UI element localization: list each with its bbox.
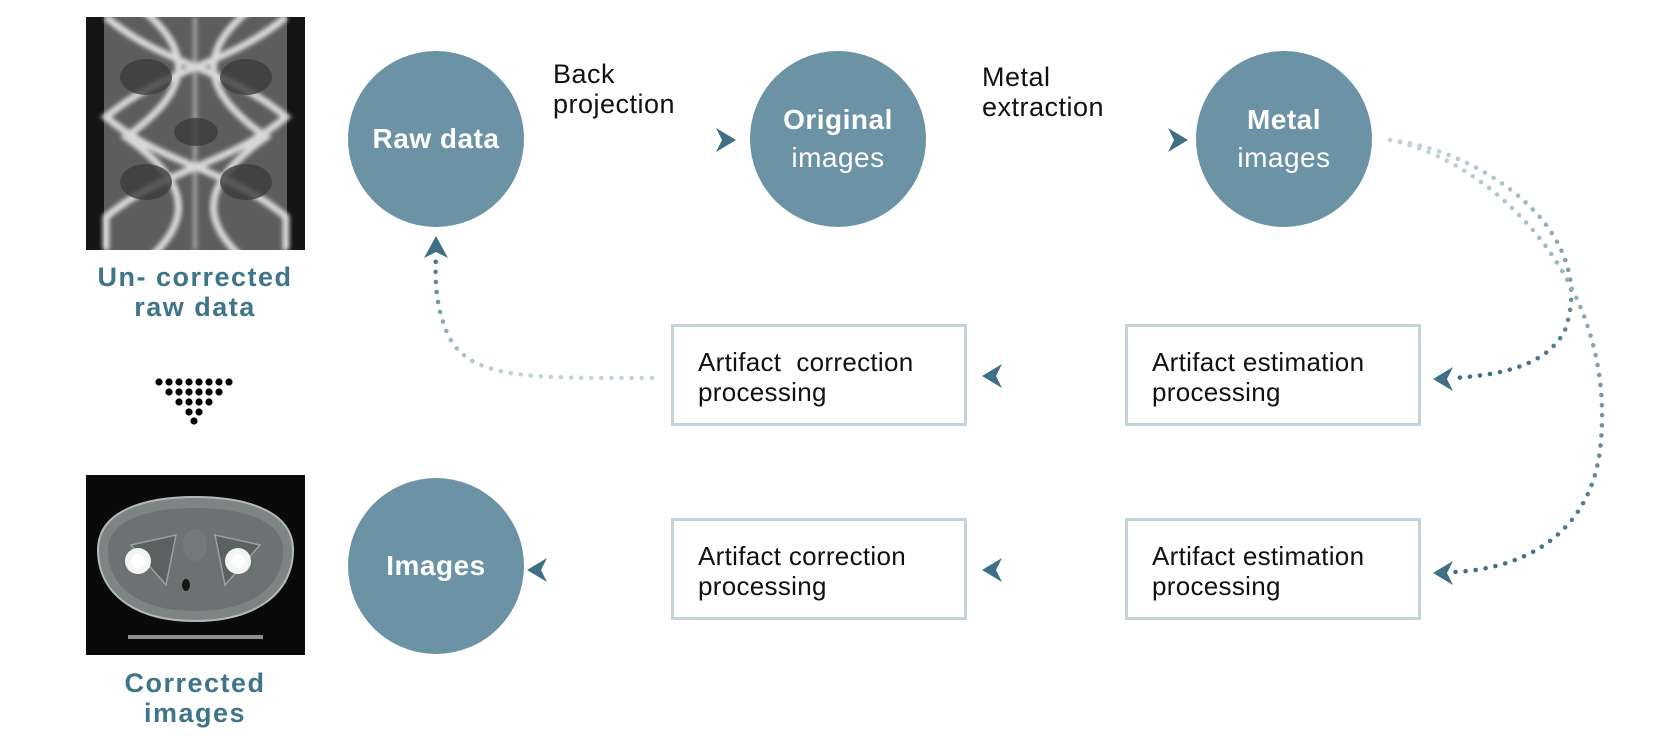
box-artifact-estimation-top: Artifact estimation processing — [1125, 324, 1421, 426]
node-raw-data-label: Raw data — [372, 123, 500, 154]
node-images-label: Images — [386, 550, 486, 581]
box-artifact-correction-bottom: Artifact correction processing — [671, 518, 967, 620]
box-artifact-correction-top: Artifact correction processing — [671, 324, 967, 426]
ct-image — [86, 475, 305, 655]
arrowhead-back-projection — [716, 128, 736, 152]
sinogram-image — [86, 17, 305, 250]
arrowhead-correction-bottom — [982, 558, 1002, 582]
box-artifact-estimation-bottom: Artifact estimation processing — [1125, 518, 1421, 620]
arrowhead-metal-extraction — [1168, 128, 1188, 152]
node-original-images-label-2: images — [791, 142, 885, 173]
node-images: Images — [348, 478, 524, 654]
arrowhead-raw-data — [424, 236, 448, 258]
label-back-projection: Back projection — [553, 59, 676, 119]
node-original-images-label-1: Original — [783, 104, 893, 135]
label-metal-extraction: Metal extraction — [982, 62, 1105, 122]
arrowhead-images — [527, 558, 547, 582]
sinogram-caption: Un- corrected raw data — [97, 262, 293, 322]
ct-caption: Corrected images — [124, 668, 266, 728]
node-original-images: Original images — [750, 51, 926, 227]
node-metal-images-label-2: images — [1237, 142, 1331, 173]
node-metal-images-label-1: Metal — [1246, 104, 1322, 135]
dot-triangle-arrow — [155, 378, 239, 426]
arrowhead-estimation-top — [1433, 367, 1453, 391]
arrow-metal-to-estimation-bottom — [1387, 137, 1605, 575]
node-metal-images: Metal images — [1196, 51, 1372, 227]
arrow-metal-to-estimation-top — [1387, 137, 1574, 381]
arrowhead-estimation-bottom — [1433, 561, 1453, 585]
arrow-correction-to-raw-data — [433, 249, 655, 381]
node-raw-data: Raw data — [348, 51, 524, 227]
arrowhead-correction-top — [982, 364, 1002, 388]
